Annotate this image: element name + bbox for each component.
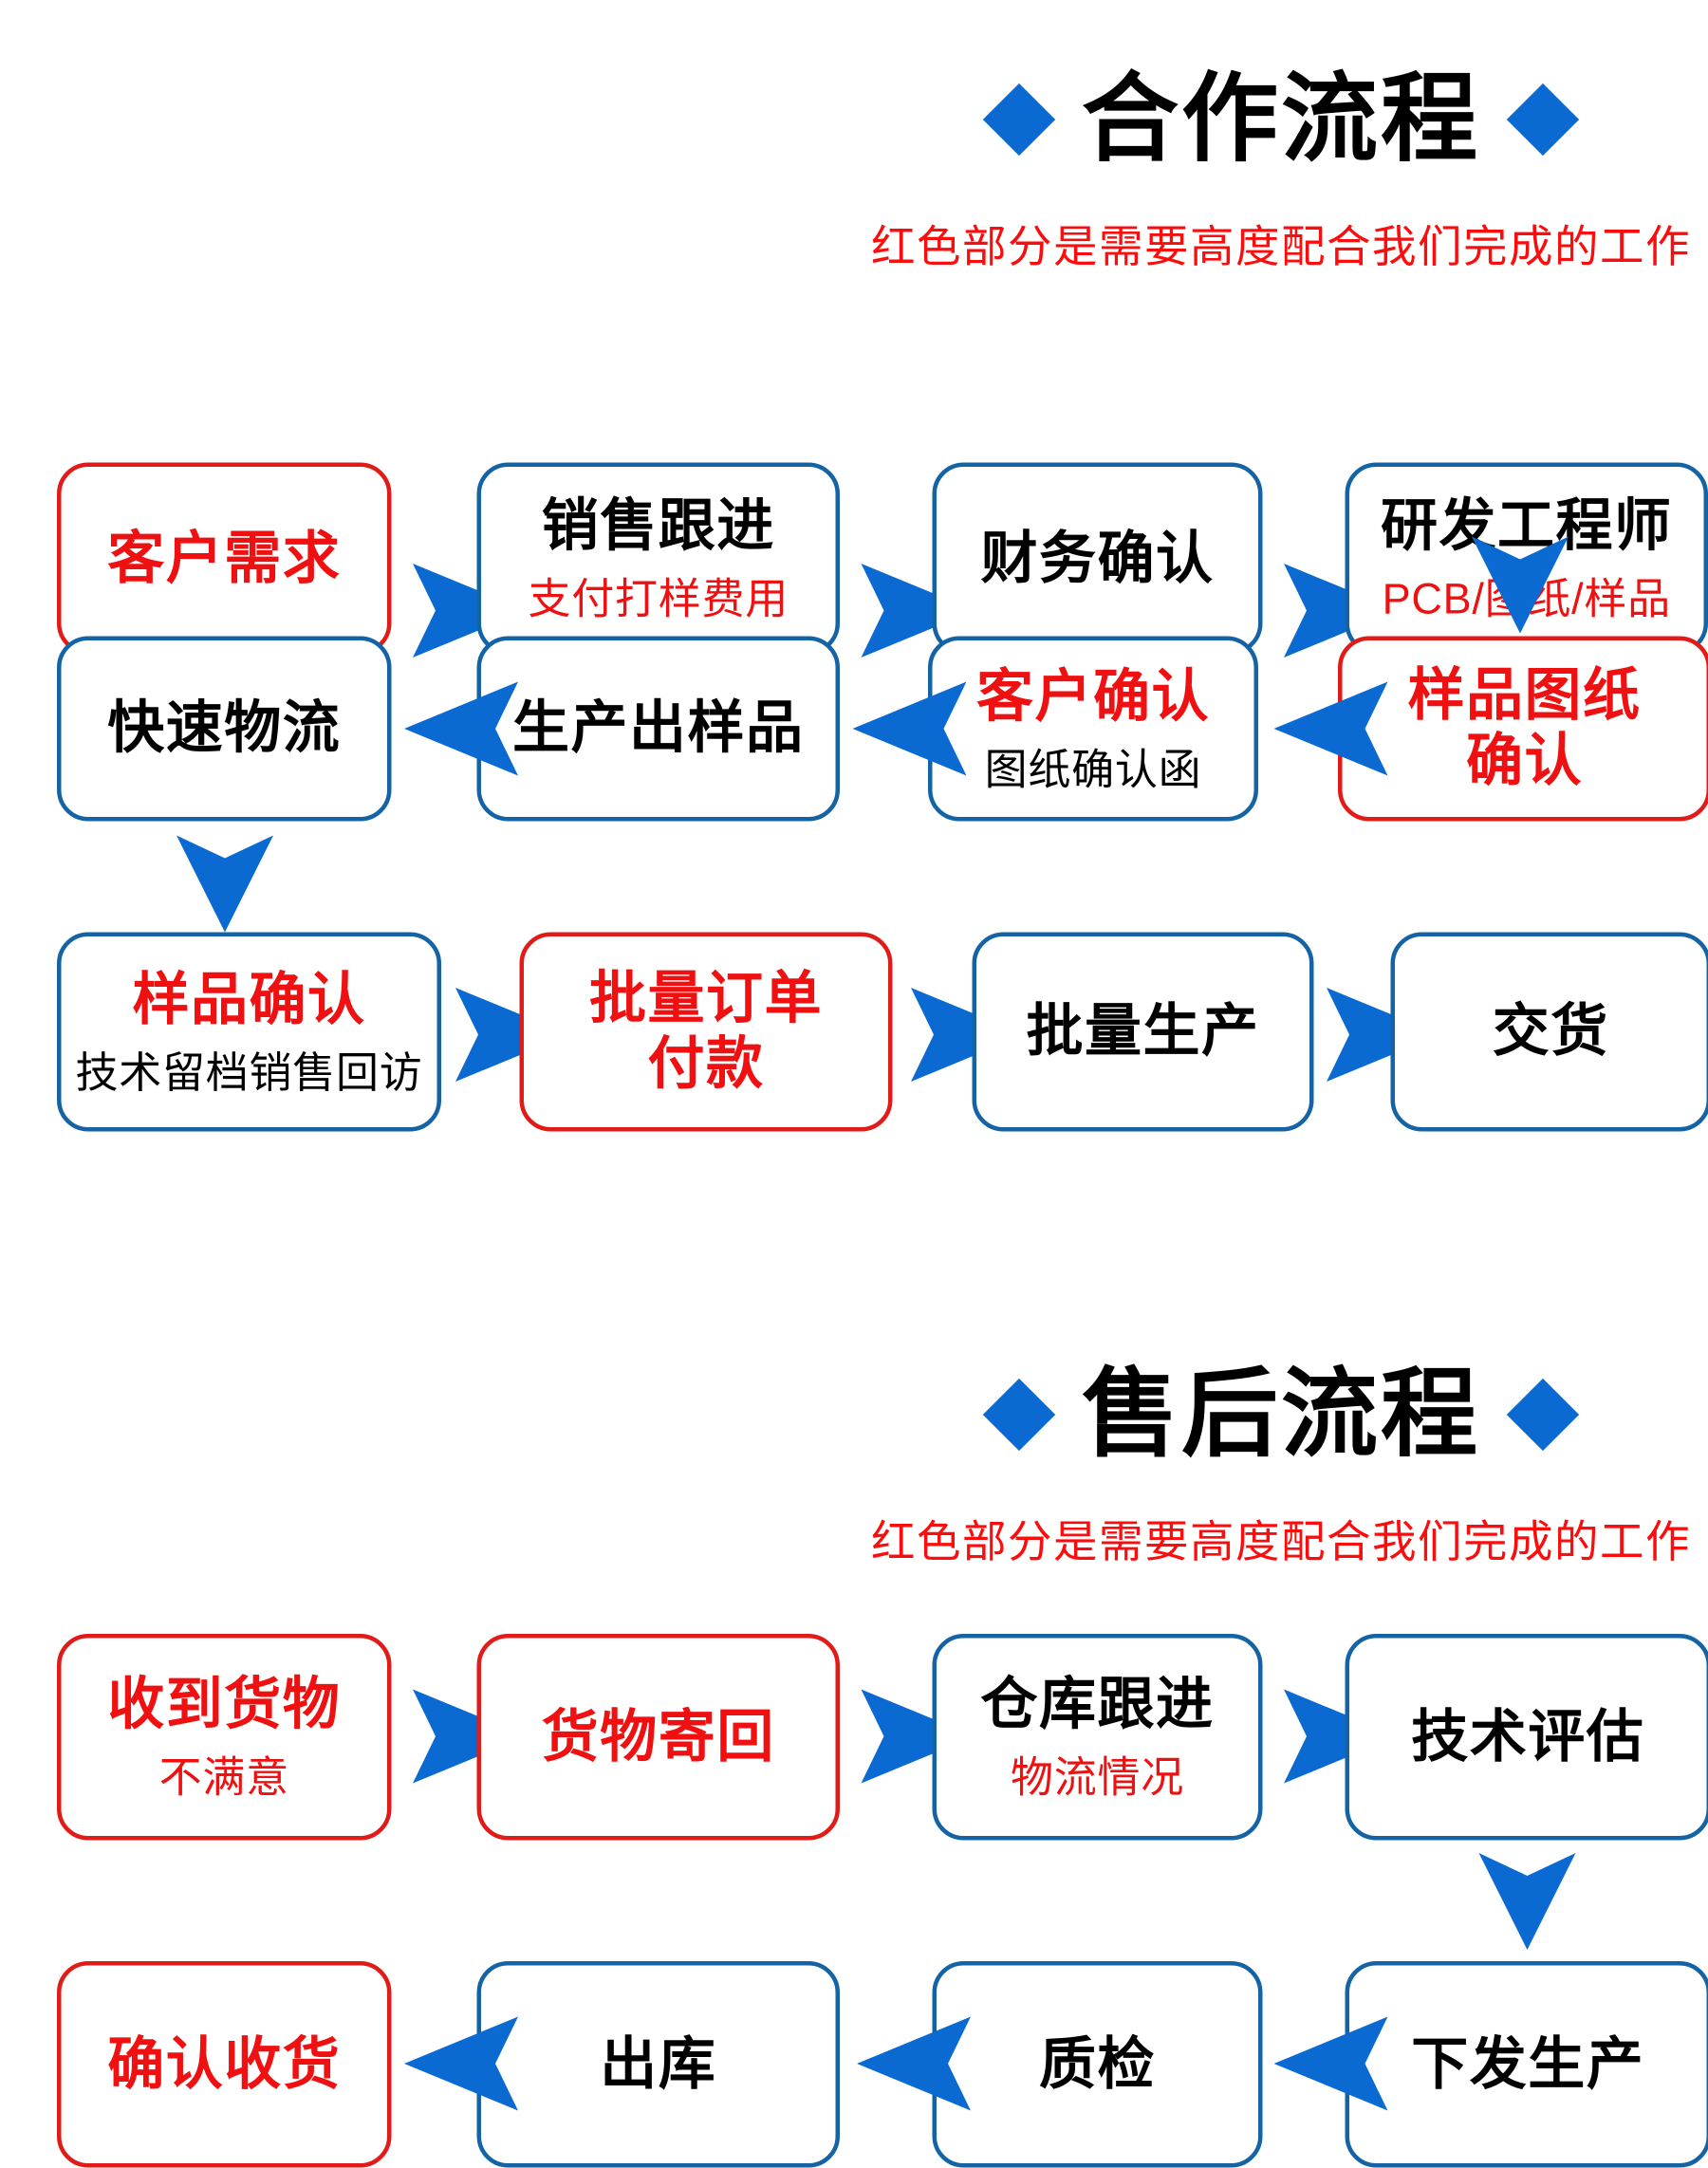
- after-sales-section-subtitle: 红色部分是需要高度配合我们完成的工作: [0, 1506, 1708, 1570]
- flow-box-title: 客户确认: [976, 664, 1210, 730]
- diamond-right-icon: [1507, 1379, 1579, 1451]
- flow-box-title: 样品确认: [133, 967, 366, 1032]
- flow-box-customer-confirm[interactable]: 客户确认 图纸确认函: [928, 637, 1258, 822]
- flow-box-finance-confirm[interactable]: 财务确认: [933, 463, 1263, 656]
- diamond-left-icon: [983, 83, 1055, 156]
- after-sales-section-title: 售后流程: [1082, 1366, 1480, 1463]
- flow-box-title: 快速物流: [107, 696, 341, 762]
- flow-box-sales-followup[interactable]: 销售跟进 支付打样费用: [477, 463, 841, 656]
- flow-box-title: 下发生产: [1411, 2031, 1644, 2097]
- flow-box-warehouse-follow[interactable]: 仓库跟进 物流情况: [933, 1634, 1263, 1841]
- flow-box-sample-drawing-confirm[interactable]: 样品图纸 确认: [1338, 637, 1708, 822]
- flow-box-subtitle: 支付打样费用: [529, 577, 789, 624]
- flow-box-title: 生产出样品: [512, 696, 805, 762]
- cooperation-section-subtitle: 红色部分是需要高度配合我们完成的工作: [0, 211, 1708, 275]
- flow-box-title: 出库: [600, 2031, 716, 2097]
- flow-box-title: 样品图纸 确认: [1408, 663, 1642, 794]
- flow-box-title: 质检: [1039, 2031, 1156, 2097]
- flow-box-goods-received[interactable]: 收到货物 不满意: [57, 1634, 392, 1841]
- flow-box-subtitle: 技术留档销售回访: [76, 1049, 423, 1097]
- flow-box-title: 技术评估: [1411, 1704, 1644, 1770]
- cooperation-section-title: 合作流程: [1082, 71, 1480, 168]
- flow-box-title: 客户需求: [107, 526, 341, 591]
- flow-box-outbound[interactable]: 出库: [477, 1961, 841, 2168]
- flow-box-bulk-order-payment[interactable]: 批量订单 付款: [520, 933, 893, 1132]
- flow-box-title: 财务确认: [981, 526, 1215, 591]
- flow-box-subtitle: 物流情况: [1011, 1755, 1184, 1803]
- flow-box-title: 销售跟进: [542, 494, 775, 560]
- flow-box-confirm-receipt[interactable]: 确认收货: [57, 1961, 392, 2168]
- flow-box-title: 仓库跟进: [981, 1673, 1215, 1738]
- flow-box-title: 货物寄回: [542, 1704, 775, 1770]
- flow-box-sample-confirm[interactable]: 样品确认 技术留档销售回访: [57, 933, 441, 1132]
- flow-box-delivery[interactable]: 交货: [1391, 933, 1708, 1132]
- after-sales-section-header: 售后流程 红色部分是需要高度配合我们完成的工作: [0, 1366, 1708, 1570]
- flow-box-bulk-production[interactable]: 批量生产: [973, 933, 1314, 1132]
- flow-box-quality-check[interactable]: 质检: [933, 1961, 1263, 2168]
- flow-box-fast-logistics[interactable]: 快速物流: [57, 637, 392, 822]
- flow-box-produce-sample[interactable]: 生产出样品: [477, 637, 841, 822]
- flow-box-tech-evaluation[interactable]: 技术评估: [1346, 1634, 1708, 1841]
- flow-box-title: 交货: [1493, 999, 1609, 1065]
- diamond-right-icon: [1507, 83, 1579, 156]
- diamond-left-icon: [983, 1379, 1055, 1451]
- flow-box-title: 收到货物: [107, 1673, 341, 1738]
- flow-box-goods-returned[interactable]: 货物寄回: [477, 1634, 841, 1841]
- flow-box-subtitle: 图纸确认函: [985, 747, 1202, 794]
- cooperation-section-header: 合作流程 红色部分是需要高度配合我们完成的工作: [0, 71, 1708, 275]
- flow-box-title: 确认收货: [107, 2031, 341, 2097]
- flow-box-subtitle: 不满意: [159, 1755, 289, 1803]
- flow-box-customer-demand[interactable]: 客户需求: [57, 463, 392, 656]
- flow-box-title: 批量生产: [1027, 999, 1260, 1065]
- flow-box-title: 批量订单 付款: [589, 967, 823, 1098]
- flow-box-issue-production[interactable]: 下发生产: [1346, 1961, 1708, 2168]
